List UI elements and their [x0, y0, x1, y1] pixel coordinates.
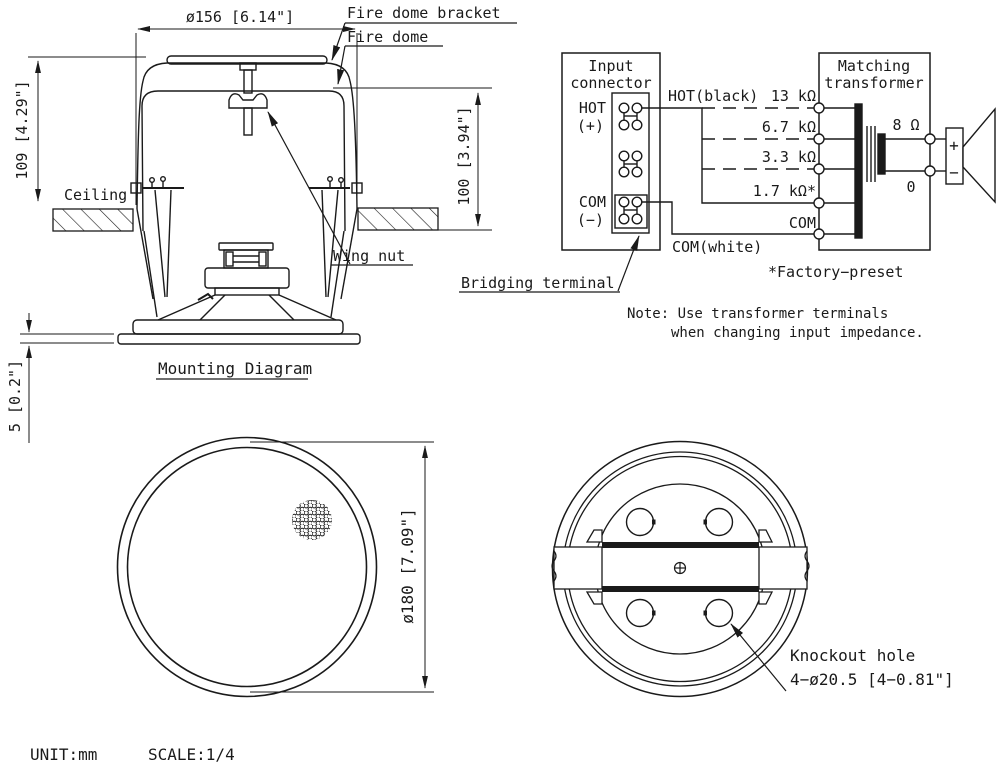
- wing-nut-shape: [228, 93, 268, 109]
- secondary-terminal-0: [924, 165, 936, 177]
- com-polarity-label: (−): [577, 211, 604, 229]
- com-label: COM: [579, 193, 606, 211]
- mounting-diagram: ø156 [6.14"] 109 [4.29"] 100 [3.94"] Cei…: [6, 4, 517, 443]
- unit-label: UNIT:mm: [30, 745, 97, 764]
- bezel: [117, 333, 361, 345]
- input-connector-title-1: Input: [588, 57, 633, 75]
- secondary-top-label: 8 Ω: [892, 116, 919, 134]
- frame-right: [278, 294, 337, 321]
- tap-terminal-6k7: [813, 133, 825, 145]
- bridging-terminal-box: [614, 194, 648, 229]
- tap-label-13k: 13 kΩ: [771, 87, 816, 105]
- knockout-holes: [625, 507, 734, 628]
- dim-width-label: ø156 [6.14"]: [186, 8, 294, 26]
- fire-dome-label: Fire dome: [347, 28, 428, 46]
- wires: HOT(black) COM(white): [642, 87, 814, 256]
- tap-label-1k7: 1.7 kΩ*: [753, 182, 816, 200]
- speaker-cone: [962, 107, 996, 204]
- hanger-bolt: [228, 62, 268, 136]
- knockout-label-1: Knockout hole: [790, 646, 915, 665]
- clamp-right: [309, 175, 363, 298]
- tap-terminal-13k: [813, 102, 825, 114]
- input-connector: Input connector: [561, 52, 661, 251]
- mounting-title-label: Mounting Diagram: [158, 359, 312, 378]
- terminal-group-hot: [618, 102, 643, 131]
- com-wire-path: [642, 201, 814, 235]
- note-line-1: Note: Use transformer terminals: [627, 306, 888, 322]
- hot-polarity-label: (+): [577, 117, 604, 135]
- input-connector-title-2: connector: [570, 74, 651, 92]
- dim-rim-label: 5 [0.2"]: [6, 360, 24, 432]
- com-wire-label: COM(white): [672, 238, 762, 256]
- tap-label-com: COM: [789, 214, 816, 232]
- rear-view: Knockout hole 4−ø20.5 [4−0.81"]: [551, 440, 954, 698]
- matching-transformer: Matching transformer 13 kΩ 6.7 kΩ 3.3 kΩ…: [753, 52, 936, 251]
- grille-perforation-sample: [292, 500, 332, 540]
- front-view: ø180 [7.09"]: [116, 436, 434, 698]
- ceiling: Ceiling: [52, 186, 439, 232]
- mounting-title: Mounting Diagram: [156, 359, 312, 380]
- dim-diameter-label: ø180 [7.09"]: [398, 508, 417, 624]
- callouts: Fire dome bracket Fire dome Wing nut: [267, 4, 517, 266]
- note-line-2: when changing input impedance.: [671, 325, 924, 341]
- tap-label-3k3: 3.3 kΩ: [762, 148, 816, 166]
- dimension-width: ø156 [6.14"]: [135, 8, 358, 205]
- dim-height-right-label: 100 [3.94"]: [455, 106, 473, 205]
- wing-nut-label: Wing nut: [333, 247, 405, 265]
- break-line-left: [551, 550, 557, 582]
- bridging-terminal-label: Bridging terminal: [461, 274, 615, 292]
- wiring-diagram: Input connector: [459, 52, 996, 341]
- hot-label: HOT: [579, 99, 606, 117]
- terminal-group-com: [614, 194, 648, 229]
- knockout-callout: Knockout hole 4−ø20.5 [4−0.81"]: [730, 623, 954, 692]
- tap-terminal-3k3: [813, 163, 825, 175]
- tap-terminal-com: [813, 228, 825, 240]
- dim-height-left-label: 109 [4.29"]: [13, 80, 31, 179]
- secondary-terminal-8ohm: [924, 133, 936, 145]
- secondary-bottom-label: 0: [906, 178, 915, 196]
- speaker-assembly: [117, 242, 361, 345]
- speaker-minus-label: −: [949, 163, 959, 182]
- mounting-bar: [551, 529, 810, 605]
- center-mark: [673, 561, 687, 575]
- frame-left: [157, 294, 216, 321]
- transformer-title-1: Matching: [838, 57, 910, 75]
- knockout-label-2: 4−ø20.5 [4−0.81"]: [790, 670, 954, 689]
- speaker-plus-label: +: [949, 136, 959, 155]
- primary-winding: [854, 103, 863, 239]
- dimension-diameter-front: ø180 [7.09"]: [250, 441, 434, 693]
- hot-wire-path: [642, 107, 814, 204]
- terminal-group-middle: [618, 150, 643, 178]
- transformer-title-2: transformer: [824, 74, 923, 92]
- speaker-symbol: + −: [935, 107, 996, 204]
- secondary-winding: [877, 133, 886, 175]
- fire-dome-bracket-label: Fire dome bracket: [347, 4, 501, 22]
- footer: UNIT:mm SCALE:1/4: [30, 745, 235, 764]
- hot-wire-label: HOT(black): [668, 87, 758, 105]
- tap-terminal-1k7: [813, 197, 825, 209]
- clamp-left: [130, 175, 184, 298]
- front-outer-ring: [116, 436, 378, 698]
- front-grille-edge: [126, 446, 368, 688]
- break-line-right: [804, 550, 810, 582]
- dimension-rim: 5 [0.2"]: [6, 313, 114, 443]
- dimension-height-left: 109 [4.29"]: [13, 56, 146, 202]
- factory-preset-note: *Factory−preset: [768, 263, 903, 281]
- scale-label: SCALE:1/4: [148, 745, 235, 764]
- bridging-callout: Bridging terminal: [459, 235, 640, 293]
- ceiling-label: Ceiling: [64, 186, 127, 204]
- tap-label-6k7: 6.7 kΩ: [762, 118, 816, 136]
